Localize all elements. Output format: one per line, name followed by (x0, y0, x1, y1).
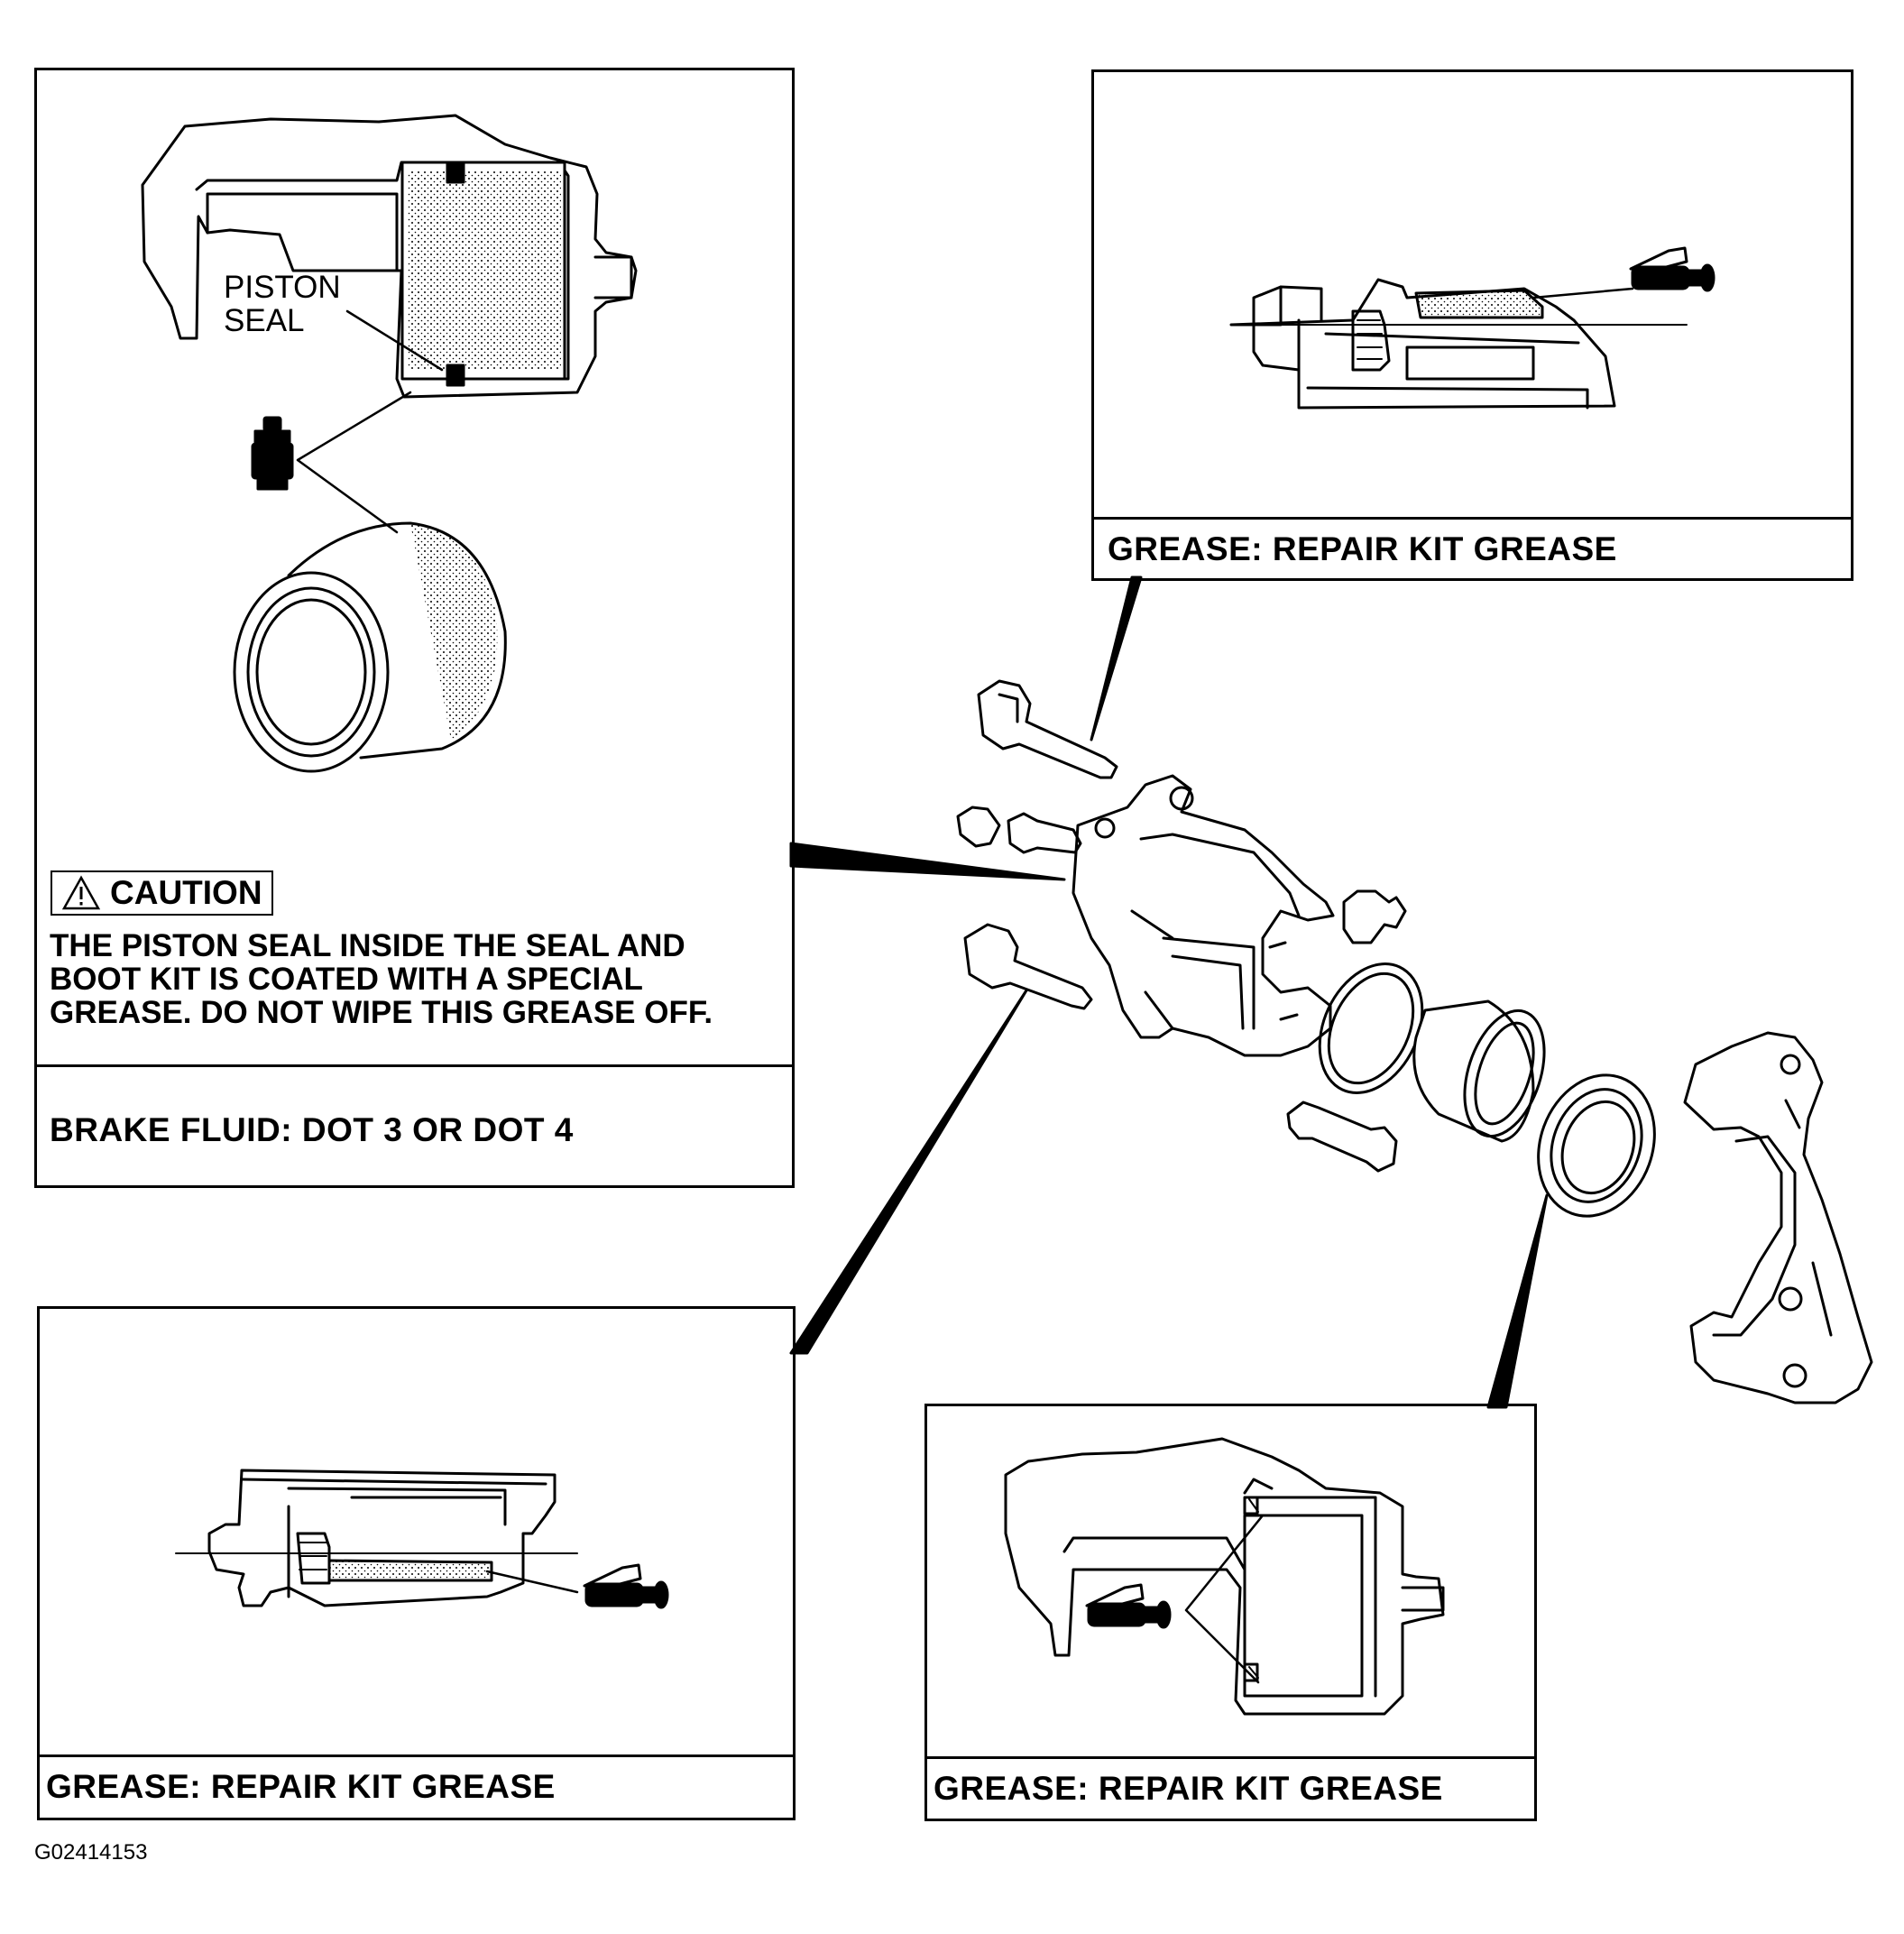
upper-guide-pin (977, 679, 1118, 779)
caliper-piston-seal-illustration (141, 114, 638, 773)
brake-fluid-caption: BRAKE FLUID: DOT 3 OR DOT 4 (50, 1111, 574, 1148)
slide-pin-lower-illustration (175, 1469, 579, 1607)
panel-top-left (34, 68, 795, 1188)
bleeder-cap (956, 806, 1001, 848)
grease-caption-top-right: GREASE: REPAIR KIT GREASE (1108, 530, 1617, 567)
grease-caption-bottom-left: GREASE: REPAIR KIT GREASE (46, 1768, 556, 1805)
panel-top-right (1091, 69, 1853, 581)
lower-guide-pin (963, 923, 1093, 1010)
grease-tube-icon (1085, 1583, 1172, 1629)
dust-boot (1537, 1073, 1656, 1218)
panel-divider (1091, 517, 1853, 520)
exploded-caliper-assembly (956, 679, 1873, 1404)
bleeder-screw (1007, 812, 1082, 854)
panel-divider (37, 1754, 796, 1757)
slide-pin-upper-illustration (1229, 278, 1688, 410)
panel-divider (924, 1756, 1537, 1759)
caution-text: THE PISTON SEAL INSIDE THE SEAL AND BOOT… (50, 928, 713, 1030)
caliper-body (1072, 774, 1335, 1057)
mounting-bracket (1683, 1031, 1873, 1404)
pin-boot (1342, 889, 1407, 944)
piston-seal-callout: PISTON SEAL (224, 270, 341, 338)
grease-tube-icon (1629, 246, 1715, 292)
warning-triangle-icon (61, 875, 101, 910)
caution-label: CAUTION (51, 870, 273, 916)
grease-caption-bottom-right: GREASE: REPAIR KIT GREASE (934, 1770, 1443, 1807)
piston (1412, 999, 1546, 1143)
grease-tube-icon (583, 1563, 669, 1609)
figure-id: G02414153 (34, 1840, 148, 1865)
caliper-bore-illustration (1004, 1437, 1445, 1716)
leader-lines (789, 576, 1549, 1409)
caution-title: CAUTION (110, 874, 262, 911)
panel-bottom-left (37, 1306, 796, 1820)
panel-divider (34, 1064, 795, 1067)
brake-fluid-bottle-icon (251, 416, 294, 491)
sleeve-bolt (1286, 1101, 1398, 1173)
panel-bottom-right (924, 1404, 1537, 1821)
